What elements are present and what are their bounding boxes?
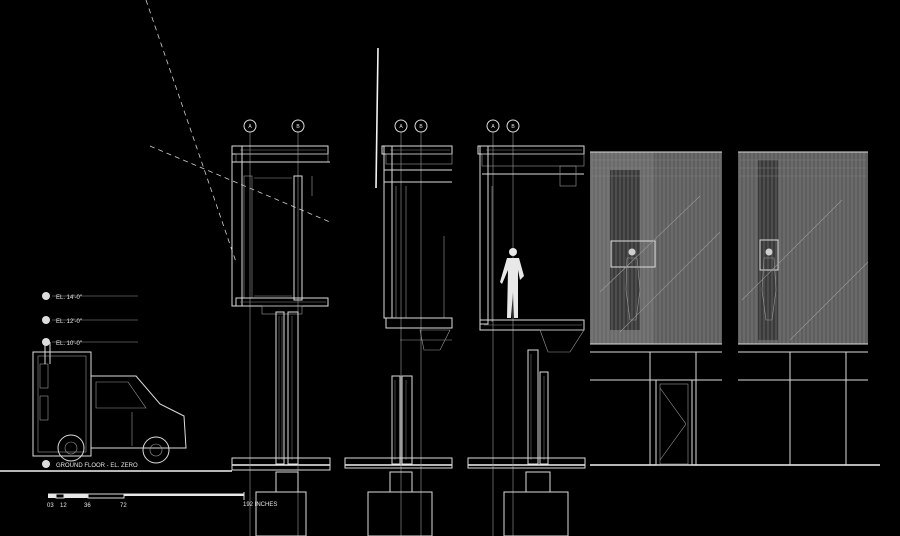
elevation-marker-12: EL. 12'-0"	[42, 316, 138, 325]
elevation-marker-ground: GROUND FLOOR - EL. ZERO	[42, 460, 138, 469]
elevation-label-ground: GROUND FLOOR - EL. ZERO	[56, 463, 138, 469]
grid-bubble-a	[486, 119, 500, 133]
wall-section-2: A B	[344, 47, 453, 536]
facade-panel-ribs	[739, 151, 866, 344]
person-silhouette-icon	[761, 248, 777, 321]
elevation-label-14: EL. 14'-0"	[56, 295, 82, 301]
ambulance-icon	[32, 342, 187, 464]
grid-bubble-label: B	[419, 124, 423, 130]
grid-bubble-b	[506, 119, 520, 133]
scale-end-label: 192 INCHES	[243, 502, 277, 508]
person-silhouette-icon	[500, 248, 524, 318]
sight-lines	[145, 0, 331, 263]
ground-line	[0, 464, 880, 472]
scale-tick-03: 03	[47, 503, 54, 509]
grid-bubble-label: A	[491, 124, 495, 130]
scale-tick-12: 12	[60, 503, 67, 509]
facade-panel-ribs	[591, 151, 721, 344]
elevation-marker-10: EL. 10'-0"	[42, 338, 138, 347]
facade-elevation-1	[590, 151, 722, 466]
grid-bubble-label: B	[296, 124, 300, 130]
elevation-marker-14: EL. 14'-0"	[42, 292, 138, 301]
scale-tick-72: 72	[120, 503, 127, 509]
grid-bubble-label: A	[399, 124, 403, 130]
entry-door	[655, 379, 693, 466]
grid-bubble-label: B	[511, 124, 515, 130]
grid-bubble-b	[414, 119, 428, 133]
scale-bar: 03 12 36 72 192 INCHES	[47, 492, 277, 509]
wall-section-3: A B	[467, 119, 586, 536]
scale-tick-36: 36	[84, 503, 91, 509]
wall-section-1: A B	[231, 119, 331, 536]
elevation-markers: EL. 14'-0" EL. 12'-0" EL. 10'-0" GROUND …	[42, 292, 138, 469]
grid-bubble-label: A	[248, 124, 252, 130]
grid-bubble-b	[291, 119, 305, 133]
person-silhouette-icon	[625, 248, 641, 321]
grid-bubble-a	[243, 119, 257, 133]
grid-bubble-a	[394, 119, 408, 133]
elevation-label-10: EL. 10'-0"	[56, 341, 82, 347]
elevation-label-12: EL. 12'-0"	[56, 319, 82, 325]
facade-elevation-2	[738, 151, 869, 465]
